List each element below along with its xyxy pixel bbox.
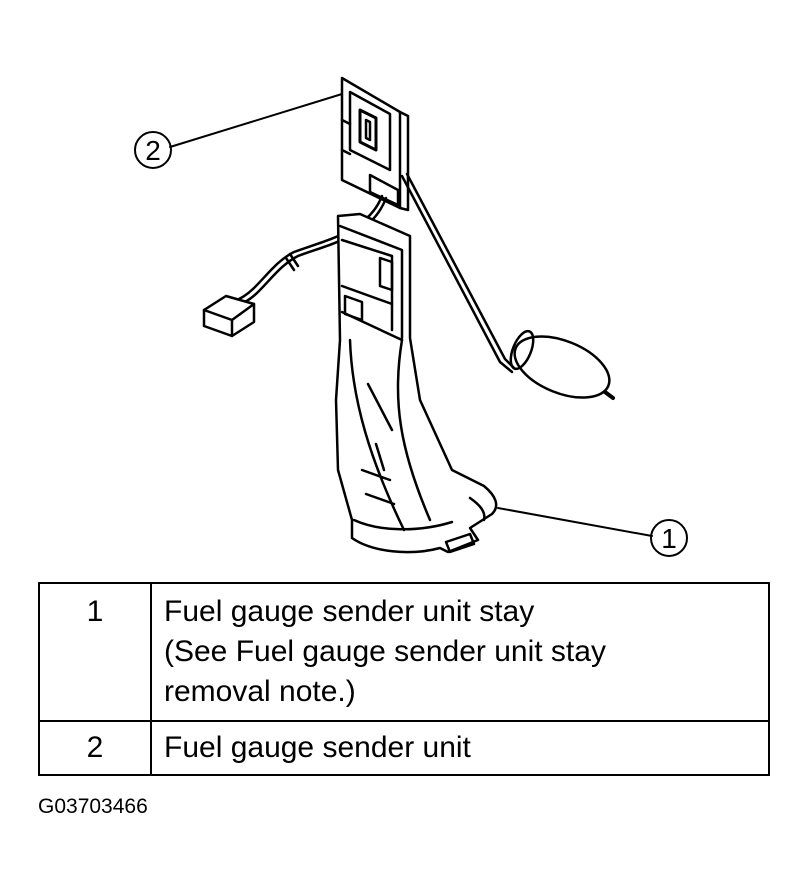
- legend-description: Fuel gauge sender unit stay (See Fuel ga…: [150, 582, 770, 722]
- legend-description-line: Fuel gauge sender unit stay: [164, 595, 535, 628]
- callout-circle-2: [134, 131, 172, 169]
- electrical-connector: [202, 294, 256, 338]
- legend-number: 1: [38, 582, 152, 722]
- sender-unit-stay: [334, 212, 498, 554]
- leader-line-2: [169, 93, 343, 148]
- fuel-gauge-sender-illustration: 2 1: [134, 76, 688, 557]
- legend-table: 1 Fuel gauge sender unit stay (See Fuel …: [38, 582, 770, 776]
- float-arm: [400, 172, 516, 374]
- legend-description-line: Fuel gauge sender unit: [164, 731, 471, 764]
- legend-number: 2: [38, 720, 152, 776]
- figure-code: G03703466: [38, 795, 148, 818]
- leader-line-1: [497, 507, 653, 537]
- legend-row: 1 Fuel gauge sender unit stay (See Fuel …: [38, 582, 770, 722]
- callout-circle-1: [650, 519, 688, 557]
- legend-description-line: removal note.): [164, 675, 356, 708]
- legend-description: Fuel gauge sender unit: [150, 720, 770, 776]
- callout-label-1: 1: [661, 523, 677, 554]
- float: [509, 329, 615, 400]
- callout-label-2: 2: [145, 135, 161, 166]
- sender-unit-head: [340, 76, 410, 212]
- legend-description-line: (See Fuel gauge sender unit stay: [164, 635, 606, 668]
- legend-row: 2 Fuel gauge sender unit: [38, 720, 770, 776]
